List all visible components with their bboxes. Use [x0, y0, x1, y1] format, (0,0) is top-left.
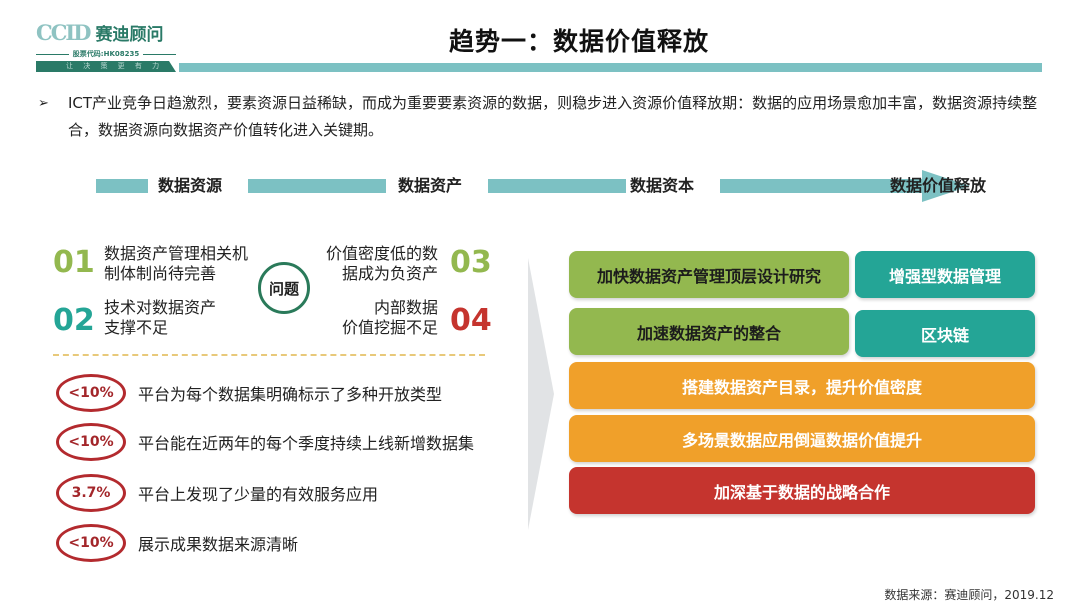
problem-line: 内部数据	[373, 298, 438, 317]
data-source-note: 数据来源：赛迪顾问，2019.12	[884, 588, 1054, 602]
divider	[36, 53, 69, 55]
stock-code: 股票代码:HK08235	[72, 50, 140, 58]
logo-latin: CCID	[36, 20, 91, 45]
problem-line: 数据资产管理相关机	[104, 244, 249, 263]
problem-line: 价值密度低的数	[325, 244, 438, 263]
divider	[143, 53, 176, 55]
solution-box: 多场景数据应用倒逼数据价值提升	[569, 415, 1035, 462]
problem-text-03: 价值密度低的数 据成为负资产	[310, 244, 438, 284]
flow-segment	[488, 179, 626, 193]
company-logo: CCID 赛迪顾问 股票代码:HK08235	[36, 20, 176, 59]
stat-value-oval: <10%	[56, 524, 126, 562]
problem-text-04: 内部数据 价值挖掘不足	[310, 298, 438, 338]
page-title: 趋势一：数据价值释放	[449, 27, 710, 56]
solution-box: 加速数据资产的整合	[569, 308, 849, 355]
value-flow-arrow: 数据资源 数据资产 数据资本 数据价值释放	[96, 170, 1036, 202]
flow-stage-3: 数据资本	[630, 176, 695, 195]
logo-tagline-bar: 让 决 策 更 有 力	[36, 61, 176, 72]
title-underline-bar	[179, 63, 1042, 72]
flow-segment	[720, 179, 924, 193]
stat-item: 3.7% 平台上发现了少量的有效服务应用	[56, 474, 378, 512]
stat-description: 平台能在近两年的每个季度持续上线新增数据集	[138, 434, 475, 453]
flow-stage-2: 数据资产	[398, 176, 463, 195]
stat-value-oval: <10%	[56, 423, 126, 461]
problem-line: 技术对数据资产	[104, 298, 217, 317]
problem-line: 据成为负资产	[341, 264, 438, 283]
flow-segment	[96, 179, 148, 193]
problem-number-03: 03	[450, 245, 492, 280]
problem-center-circle: 问题	[258, 262, 310, 314]
stat-item: <10% 展示成果数据来源清晰	[56, 524, 298, 562]
dashed-divider	[53, 354, 485, 356]
stat-item: <10% 平台能在近两年的每个季度持续上线新增数据集	[56, 423, 474, 461]
intro-paragraph: ➢ ICT产业竞争日趋激烈，要素资源日益稀缺，而成为重要要素资源的数据，则稳步进…	[38, 90, 1048, 144]
stat-description: 平台上发现了少量的有效服务应用	[138, 485, 379, 504]
problem-line: 支撑不足	[104, 318, 169, 337]
logo-chinese: 赛迪顾问	[95, 25, 164, 45]
problem-number-04: 04	[450, 303, 492, 338]
logo-tagline: 让 决 策 更 有 力	[66, 62, 164, 70]
problem-number-01: 01	[53, 245, 95, 280]
stat-value-oval: <10%	[56, 374, 126, 412]
solution-box: 区块链	[855, 310, 1035, 357]
flow-stage-4: 数据价值释放	[890, 176, 987, 195]
arrow-bullet-icon: ➢	[38, 96, 49, 111]
stat-value-oval: 3.7%	[56, 474, 126, 512]
stat-description: 展示成果数据来源清晰	[138, 535, 299, 554]
problem-line: 价值挖掘不足	[341, 318, 438, 337]
solution-box: 搭建数据资产目录，提升价值密度	[569, 362, 1035, 409]
intro-text: ICT产业竞争日趋激烈，要素资源日益稀缺，而成为重要要素资源的数据，则稳步进入资…	[68, 94, 1038, 139]
problem-text-01: 数据资产管理相关机 制体制尚待完善	[104, 244, 248, 284]
problem-number-02: 02	[53, 303, 95, 338]
stat-item: <10% 平台为每个数据集明确标示了多种开放类型	[56, 374, 442, 412]
solution-box: 加深基于数据的战略合作	[569, 467, 1035, 514]
flow-stage-1: 数据资源	[158, 176, 223, 195]
solution-box: 加快数据资产管理顶层设计研究	[569, 251, 849, 298]
problem-text-02: 技术对数据资产 支撑不足	[104, 298, 216, 338]
arrow-head-icon	[922, 170, 970, 202]
problem-line: 制体制尚待完善	[104, 264, 217, 283]
flow-segment	[248, 179, 386, 193]
stat-description: 平台为每个数据集明确标示了多种开放类型	[138, 385, 443, 404]
chevron-right-icon	[528, 258, 554, 530]
solution-box: 增强型数据管理	[855, 251, 1035, 298]
